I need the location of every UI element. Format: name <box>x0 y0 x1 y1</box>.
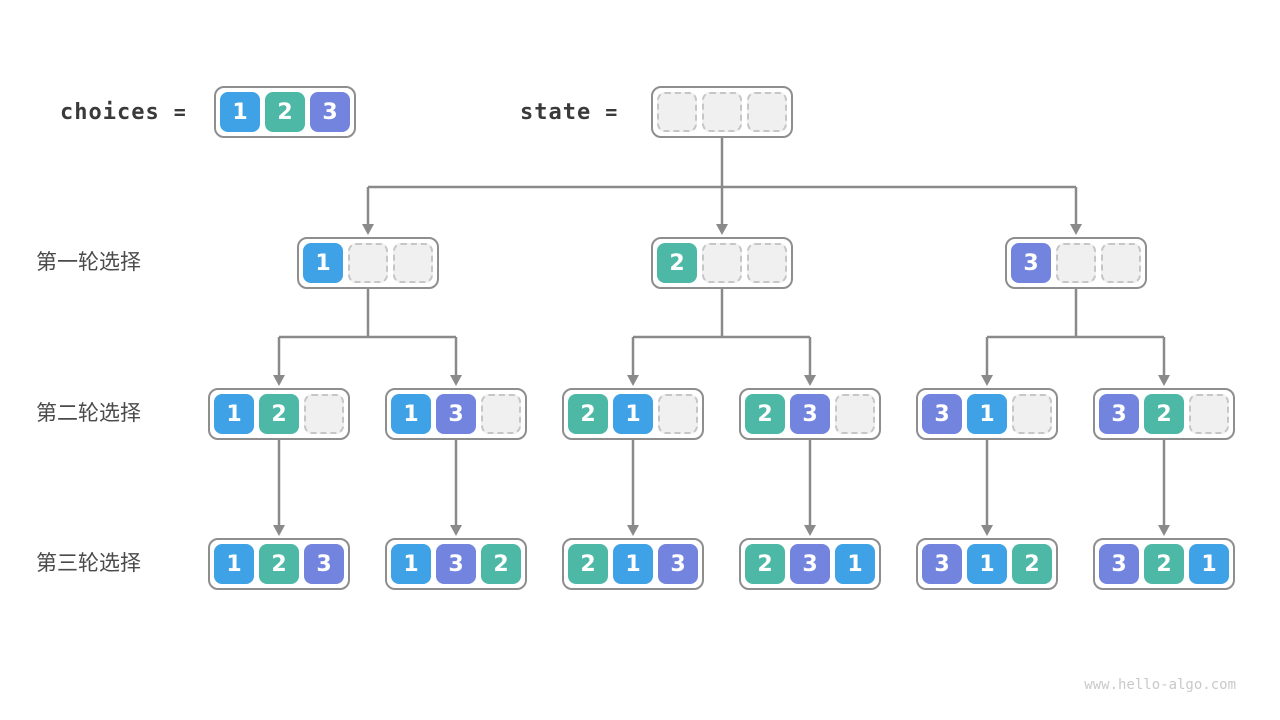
row-label-round-1: 第一轮选择 <box>36 251 141 274</box>
choice-cell-3: 3 <box>310 92 350 132</box>
choice-cell-2: 2 <box>481 544 521 584</box>
choice-cell-3: 3 <box>790 544 830 584</box>
choice-cell-1: 1 <box>220 92 260 132</box>
choice-cell-1: 1 <box>1189 544 1229 584</box>
state-box <box>651 86 793 138</box>
choice-cell-2: 2 <box>1144 394 1184 434</box>
empty-cell <box>702 243 742 283</box>
choices-equals-sign: = <box>173 100 186 124</box>
choice-cell-2: 2 <box>1144 544 1184 584</box>
empty-cell <box>747 92 787 132</box>
choice-cell-1: 1 <box>835 544 875 584</box>
choice-cell-2: 2 <box>745 394 785 434</box>
choice-cell-1: 1 <box>391 544 431 584</box>
choice-cell-3: 3 <box>1011 243 1051 283</box>
choices-label: choices <box>60 99 160 125</box>
choice-cell-1: 1 <box>214 394 254 434</box>
state-node-round1-2: 2 <box>651 237 793 289</box>
choice-cell-3: 3 <box>922 544 962 584</box>
choice-cell-3: 3 <box>304 544 344 584</box>
choice-cell-3: 3 <box>658 544 698 584</box>
empty-cell <box>304 394 344 434</box>
choice-cell-2: 2 <box>568 394 608 434</box>
choices-header: choices = <box>60 86 186 138</box>
choice-cell-2: 2 <box>265 92 305 132</box>
choice-cell-1: 1 <box>967 544 1007 584</box>
choice-cell-1: 1 <box>613 394 653 434</box>
choice-cell-2: 2 <box>657 243 697 283</box>
empty-cell <box>1056 243 1096 283</box>
choice-cell-1: 1 <box>613 544 653 584</box>
choice-cell-3: 3 <box>436 544 476 584</box>
choice-cell-1: 1 <box>214 544 254 584</box>
choice-cell-2: 2 <box>259 544 299 584</box>
empty-cell <box>747 243 787 283</box>
choice-cell-3: 3 <box>922 394 962 434</box>
choice-cell-3: 3 <box>436 394 476 434</box>
choice-cell-1: 1 <box>303 243 343 283</box>
choice-cell-2: 2 <box>745 544 785 584</box>
empty-cell <box>1012 394 1052 434</box>
empty-cell <box>835 394 875 434</box>
state-header: state = <box>520 86 617 138</box>
empty-cell <box>657 92 697 132</box>
choice-cell-1: 1 <box>967 394 1007 434</box>
row-label-round-2: 第二轮选择 <box>36 402 141 425</box>
choice-cell-2: 2 <box>568 544 608 584</box>
empty-cell <box>393 243 433 283</box>
empty-cell <box>481 394 521 434</box>
choice-cell-2: 2 <box>1012 544 1052 584</box>
watermark: www.hello-algo.com <box>1084 677 1236 693</box>
choice-cell-1: 1 <box>391 394 431 434</box>
empty-cell <box>702 92 742 132</box>
state-node-round1-3: 3 <box>1005 237 1147 289</box>
choice-cell-3: 3 <box>1099 394 1139 434</box>
choice-cell-3: 3 <box>1099 544 1139 584</box>
choice-cell-2: 2 <box>259 394 299 434</box>
choice-cell-3: 3 <box>790 394 830 434</box>
state-equals-sign: = <box>605 100 618 124</box>
empty-cell <box>1189 394 1229 434</box>
empty-cell <box>348 243 388 283</box>
state-node-round1-1: 1 <box>297 237 439 289</box>
state-label: state <box>520 99 592 125</box>
empty-cell <box>1101 243 1141 283</box>
row-label-round-3: 第三轮选择 <box>36 552 141 575</box>
empty-cell <box>658 394 698 434</box>
